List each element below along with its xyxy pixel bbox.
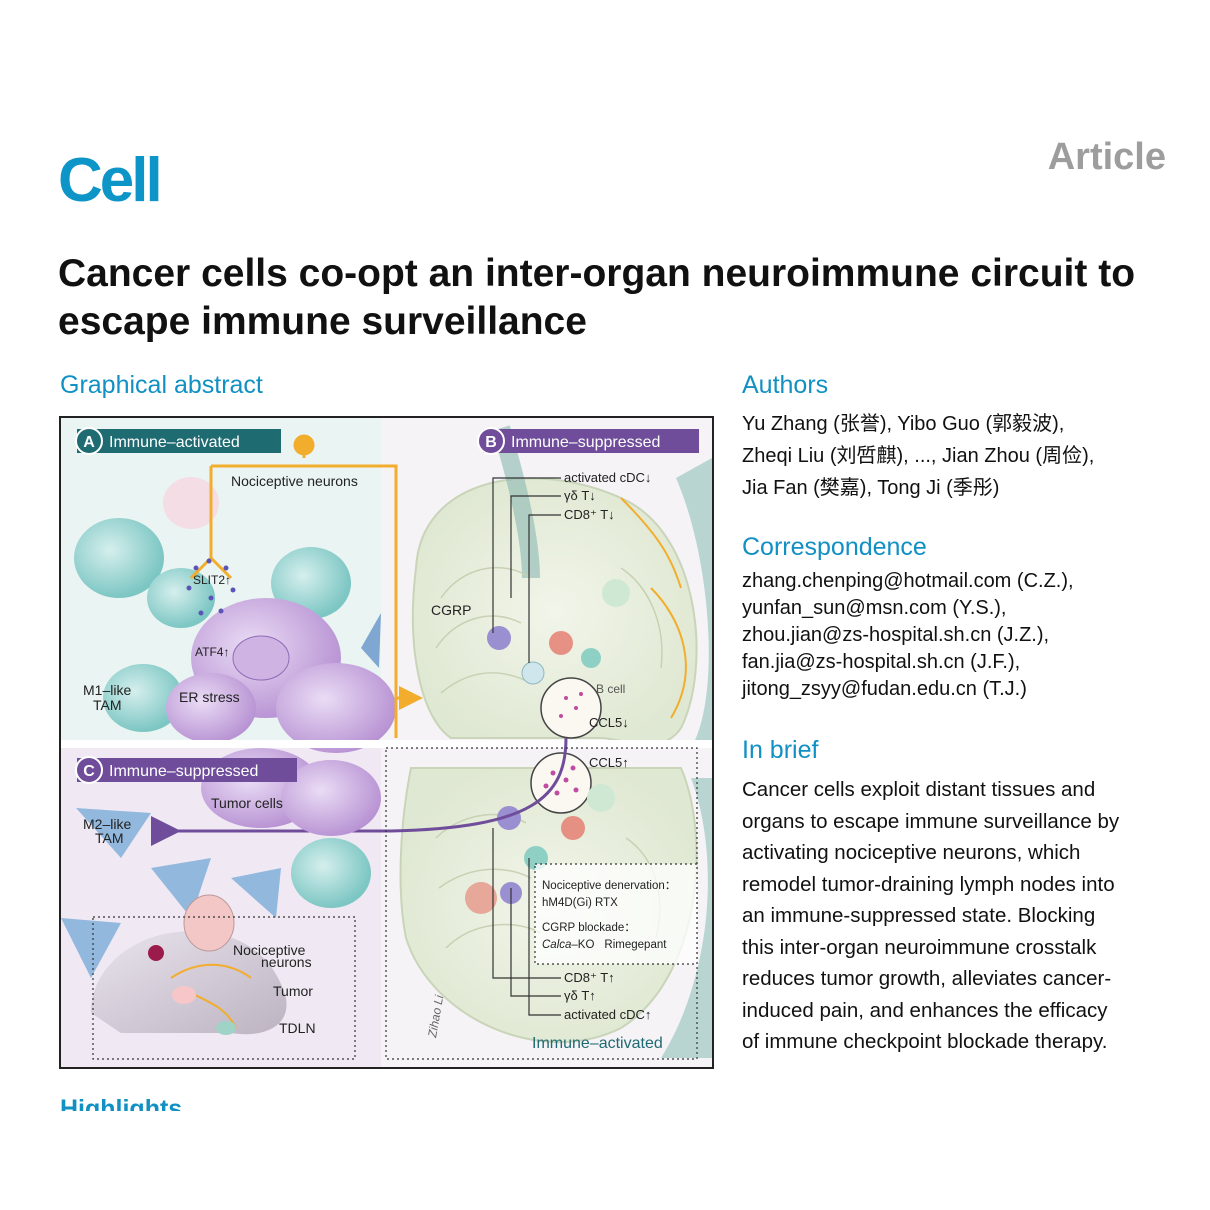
- highlights-heading: Highlights: [60, 1097, 183, 1111]
- label-slit2: SLIT2↑: [193, 573, 231, 587]
- migration-arrow: [151, 737, 568, 846]
- follicle-texture: [435, 566, 663, 949]
- label-gd-t-up: γδ T↑: [564, 988, 596, 1003]
- panel-c-title: Immune–suppressed: [109, 763, 258, 780]
- panel-c-letter: C: [83, 763, 95, 780]
- vessel-upper-right: [676, 458, 712, 748]
- graphical-abstract-heading: Graphical abstract: [60, 371, 263, 399]
- in-brief-line: activating nociceptive neurons, which: [742, 841, 1081, 864]
- label-immune-activated-bottom: Immune–activated: [532, 1035, 663, 1052]
- panel-b-title: Immune–suppressed: [511, 434, 660, 451]
- panel-c-indicator-lines: [492, 828, 561, 1016]
- label-ccl5-up: CCL5↑: [589, 755, 629, 770]
- label-m1-tam-line1: M1–like: [83, 682, 131, 698]
- label-er-stress: ER stress: [179, 689, 240, 705]
- journal-logo: Cell: [58, 146, 163, 215]
- author-line: Jia Fan (樊嘉), Tong Ji (季彤): [742, 477, 1000, 499]
- graphical-abstract-illustration: A Immune–activated B Immune–suppressed C…: [61, 418, 712, 1067]
- label-activated-cdc-up: activated cDC↑: [564, 1007, 651, 1022]
- graphical-abstract-figure: A Immune–activated B Immune–suppressed C…: [59, 416, 714, 1069]
- panel-a-letter: A: [83, 434, 95, 451]
- correspondence-email[interactable]: zhang.chenping@hotmail.com (C.Z.),: [742, 570, 1074, 592]
- lymph-node-cells: [465, 579, 630, 914]
- label-tdln: TDLN: [279, 1020, 316, 1036]
- panel-b-label: [477, 427, 699, 455]
- label-tumor: Tumor: [273, 983, 313, 999]
- in-brief-line: of immune checkpoint blockade therapy.: [742, 1030, 1108, 1053]
- in-brief-text: Cancer cells exploit distant tissues and…: [742, 774, 1174, 1058]
- label-cgrp-blockade-title: CGRP blockade：: [542, 922, 636, 934]
- in-brief-line: induced pain, and enhances the efficacy: [742, 998, 1108, 1022]
- article-title: Cancer cells co-opt an inter-organ neuro…: [58, 252, 1136, 343]
- label-denervation-items: hM4D(Gi) RTX: [542, 897, 618, 909]
- correspondence-email[interactable]: jitong_zsyy@fudan.edu.cn (T.J.): [742, 678, 1027, 700]
- label-tumor-cells: Tumor cells: [211, 795, 283, 811]
- panel-b-letter: B: [485, 434, 497, 451]
- panel-divider: [61, 740, 712, 748]
- authors-heading: Authors: [742, 371, 829, 399]
- label-mouse-nociceptive-line2: neurons: [261, 954, 312, 970]
- in-brief-line: remodel tumor-draining lymph nodes into: [742, 872, 1115, 896]
- panel-a-cells: [74, 477, 396, 753]
- label-nociceptive-neurons: Nociceptive neurons: [231, 473, 358, 489]
- panel-a-title: Immune–activated: [109, 434, 240, 451]
- correspondence-email[interactable]: fan.jia@zs-hospital.sh.cn (J.F.),: [742, 651, 1021, 673]
- correspondence-email[interactable]: zhou.jian@zs-hospital.sh.cn (J.Z.),: [742, 624, 1050, 646]
- label-cd8-t-down: CD8⁺ T↓: [564, 507, 615, 522]
- author-line: Yu Zhang (张誉), Yibo Guo (郭毅波),: [742, 413, 1065, 435]
- label-mouse-nociceptive-line1: Nociceptive: [233, 942, 306, 958]
- label-denervation-title: Nociceptive denervation：: [542, 880, 676, 892]
- in-brief-line: reduces tumor growth, alleviates cancer-: [742, 967, 1112, 990]
- correspondence-heading: Correspondence: [742, 533, 927, 561]
- label-m2-tam-line1: M2–like: [83, 816, 131, 832]
- label-m1-tam-line2: TAM: [93, 697, 122, 713]
- intervention-legend-box: [534, 863, 698, 965]
- in-brief-line: this inter-organ neuroimmune crosstalk: [742, 935, 1097, 959]
- vessel-lower-right: [661, 778, 712, 1058]
- mouse-inset-box: [92, 916, 356, 1060]
- article-type: Article: [1047, 136, 1166, 178]
- in-brief-line: organs to escape immune surveillance by: [742, 809, 1120, 833]
- label-cgrp: CGRP: [431, 602, 471, 618]
- label-ccl5-down: CCL5↓: [589, 715, 629, 730]
- label-m2-tam-line2: TAM: [95, 830, 124, 846]
- label-b-cell: B cell: [596, 682, 625, 696]
- label-cd8-t-up: CD8⁺ T↑: [564, 970, 615, 985]
- in-brief-heading: In brief: [742, 736, 819, 764]
- label-atf4: ATF4↑: [195, 645, 229, 659]
- correspondence-email[interactable]: yunfan_sun@msn.com (Y.S.),: [742, 597, 1007, 619]
- in-brief-line: an immune-suppressed state. Blocking: [742, 904, 1096, 927]
- panel-a-label: [75, 427, 281, 455]
- ccl5-dots: [543, 692, 583, 796]
- in-brief-line: Cancer cells exploit distant tissues and: [742, 778, 1096, 801]
- label-activated-cdc-down: activated cDC↓: [564, 470, 651, 485]
- slit2-dots: [186, 558, 236, 616]
- panel-c-label: [75, 756, 297, 784]
- label-gd-t-down: γδ T↓: [564, 488, 596, 503]
- author-line: Zheqi Liu (刘啠麒), ..., Jian Zhou (周俭),: [742, 445, 1095, 467]
- author-list: Yu Zhang (张誉), Yibo Guo (郭毅波), Zheqi Liu…: [742, 408, 1182, 504]
- panel-b-indicator-lines: [492, 477, 561, 663]
- mouse-illustration: [91, 894, 287, 1035]
- correspondence-emails: zhang.chenping@hotmail.com (C.Z.), yunfa…: [742, 568, 1182, 703]
